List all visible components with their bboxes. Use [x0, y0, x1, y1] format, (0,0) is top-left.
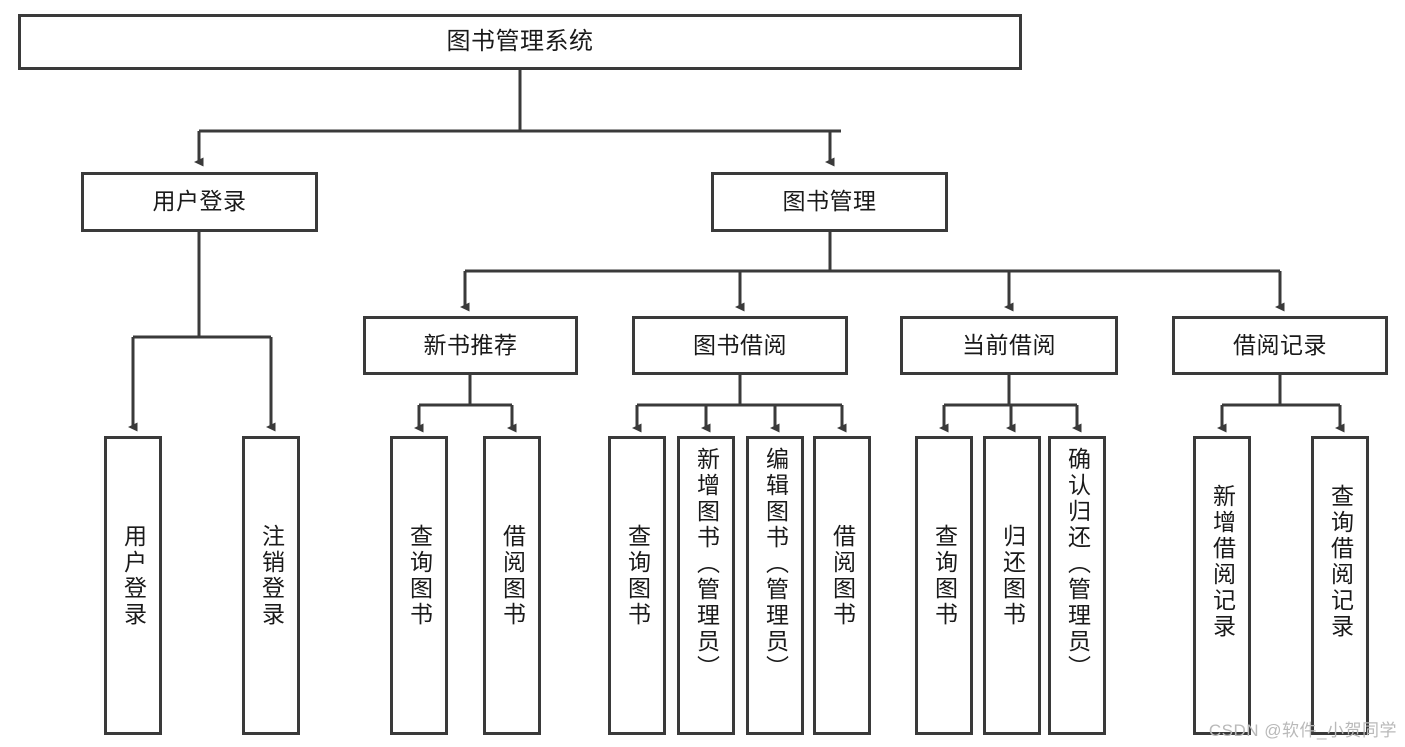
node-label: 查询图书: [406, 524, 433, 628]
node-label: 图书管理系统: [446, 27, 594, 55]
watermark-text: CSDN @软件_小贺同学: [1208, 721, 1397, 740]
node-label: 图书借阅: [693, 331, 787, 358]
node-leaf-query-book-3[interactable]: 查询图书: [915, 436, 973, 735]
node-leaf-edit-book[interactable]: 编辑图书（管理员）: [746, 436, 804, 735]
node-leaf-query-borrow-record[interactable]: 查询借阅记录: [1311, 436, 1369, 735]
node-label: 用户登录: [120, 524, 147, 628]
node-label: 新增借阅记录: [1209, 484, 1236, 640]
node-root-book-management-system[interactable]: 图书管理系统: [18, 14, 1022, 70]
node-current-borrow[interactable]: 当前借阅: [900, 316, 1118, 375]
node-leaf-add-book[interactable]: 新增图书（管理员）: [677, 436, 735, 735]
node-label: 图书管理: [782, 188, 877, 215]
node-label: 用户登录: [152, 188, 247, 215]
node-book-borrow[interactable]: 图书借阅: [632, 316, 848, 375]
node-label: 借阅图书: [829, 524, 856, 628]
node-label: 借阅记录: [1233, 331, 1327, 358]
node-label: 查询借阅记录: [1327, 484, 1354, 640]
node-leaf-query-book-1[interactable]: 查询图书: [390, 436, 448, 735]
node-leaf-query-book-2[interactable]: 查询图书: [608, 436, 666, 735]
node-leaf-return-book[interactable]: 归还图书: [983, 436, 1041, 735]
node-label: 注销登录: [258, 524, 285, 628]
node-leaf-borrow-book-2[interactable]: 借阅图书: [813, 436, 871, 735]
node-label: 当前借阅: [962, 331, 1056, 358]
node-label: 查询图书: [624, 524, 651, 628]
node-user-login[interactable]: 用户登录: [81, 172, 318, 232]
node-label: 归还图书: [999, 524, 1026, 628]
node-label: 新书推荐: [423, 331, 518, 358]
node-leaf-confirm-return[interactable]: 确认归还（管理员）: [1048, 436, 1106, 735]
node-new-book-recommend[interactable]: 新书推荐: [363, 316, 578, 375]
node-label: 编辑图书（管理员）: [762, 447, 789, 681]
node-label: 新增图书（管理员）: [693, 447, 720, 681]
node-label: 确认归还（管理员）: [1064, 447, 1091, 681]
node-leaf-borrow-book-1[interactable]: 借阅图书: [483, 436, 541, 735]
node-leaf-user-login[interactable]: 用户登录: [104, 436, 162, 735]
node-leaf-add-borrow-record[interactable]: 新增借阅记录: [1193, 436, 1251, 735]
node-label: 查询图书: [931, 524, 958, 628]
node-leaf-logout-login[interactable]: 注销登录: [242, 436, 300, 735]
node-borrow-record[interactable]: 借阅记录: [1172, 316, 1388, 375]
node-book-management[interactable]: 图书管理: [711, 172, 948, 232]
node-label: 借阅图书: [499, 524, 526, 628]
